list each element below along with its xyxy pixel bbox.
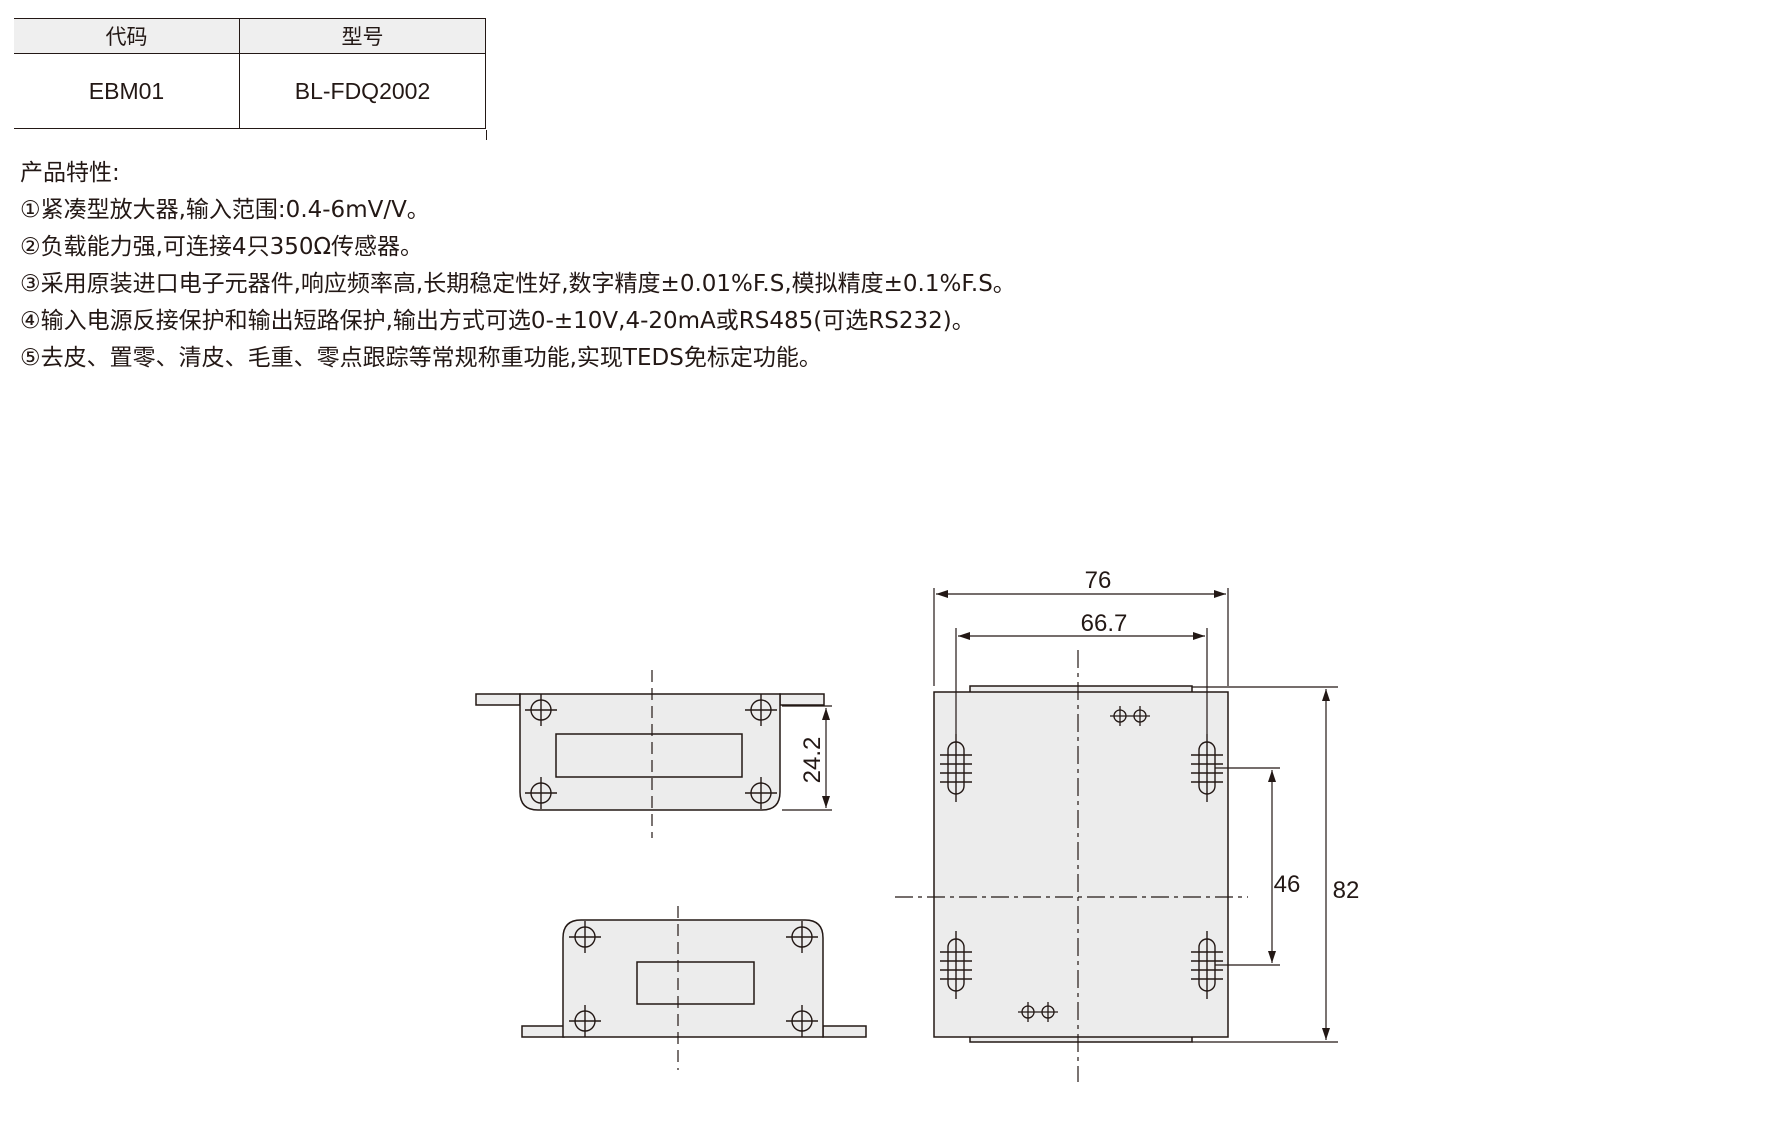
slot-icon bbox=[1191, 734, 1223, 802]
screw-icon bbox=[525, 777, 557, 809]
screw-icon bbox=[1130, 706, 1150, 726]
connector-slot bbox=[555, 733, 743, 778]
spec-table: 代码 型号 EBM01 BL-FDQ2002 bbox=[14, 18, 486, 129]
mounting-tab-left bbox=[521, 1025, 565, 1038]
connector-slot bbox=[636, 961, 755, 1005]
plan-view bbox=[895, 650, 1248, 1082]
feature-item-2: ②负载能力强,可连接4只350Ω传感器。 bbox=[20, 234, 424, 260]
screw-icon bbox=[786, 1005, 818, 1037]
features-section: 产品特性: ①紧凑型放大器,输入范围:0.4-6mV/V。 ②负载能力强,可连接… bbox=[20, 155, 1016, 377]
screw-icons-top bbox=[525, 694, 777, 809]
dimension-hole-width bbox=[955, 628, 1208, 734]
screw-icon bbox=[1018, 1002, 1038, 1022]
table-edge bbox=[486, 130, 487, 140]
slot-icon bbox=[940, 931, 972, 999]
slot-icon bbox=[940, 734, 972, 802]
screw-icon bbox=[745, 694, 777, 726]
cell-code: EBM01 bbox=[14, 53, 240, 129]
dimension-side-height bbox=[782, 705, 832, 811]
screw-icons-bottom bbox=[569, 921, 818, 1037]
dimension-label-76: 76 bbox=[1085, 567, 1112, 594]
feature-item-1: ①紧凑型放大器,输入范围:0.4-6mV/V。 bbox=[20, 197, 430, 223]
mounting-tab-right bbox=[779, 693, 825, 706]
feature-item-5: ⑤去皮、置零、清皮、毛重、零点跟踪等常规称重功能,实现TEDS免标定功能。 bbox=[20, 345, 822, 371]
feature-item-3: ③采用原装进口电子元器件,响应频率高,长期稳定性好,数字精度±0.01%F.S,… bbox=[20, 271, 1016, 297]
small-screws bbox=[1018, 706, 1150, 1022]
mounting-tab-right bbox=[822, 1025, 867, 1038]
screw-icon bbox=[569, 1005, 601, 1037]
header-model: 型号 bbox=[239, 18, 486, 54]
screw-icon bbox=[1110, 706, 1130, 726]
mounting-slots bbox=[940, 734, 1223, 999]
side-view-top bbox=[475, 670, 825, 838]
dimension-overall-width bbox=[933, 588, 1229, 686]
screw-icon bbox=[786, 921, 818, 953]
header-code: 代码 bbox=[14, 18, 240, 54]
dimension-label-24-2: 24.2 bbox=[799, 737, 826, 784]
cell-model: BL-FDQ2002 bbox=[239, 53, 486, 129]
dimension-label-46: 46 bbox=[1274, 871, 1301, 898]
dimension-label-66-7: 66.7 bbox=[1081, 610, 1128, 637]
dimension-overall-height bbox=[1192, 686, 1338, 1043]
features-title: 产品特性: bbox=[20, 160, 120, 186]
mounting-tab-left bbox=[475, 693, 521, 706]
dimension-hole-height bbox=[1215, 767, 1280, 966]
screw-icon bbox=[745, 777, 777, 809]
feature-item-4: ④输入电源反接保护和输出短路保护,输出方式可选0-±10V,4-20mA或RS4… bbox=[20, 308, 975, 334]
screw-icon bbox=[1038, 1002, 1058, 1022]
side-view-bottom bbox=[521, 906, 867, 1070]
table-row: EBM01 BL-FDQ2002 bbox=[14, 53, 486, 129]
slot-icon bbox=[1191, 931, 1223, 999]
screw-icon bbox=[525, 694, 557, 726]
plan-view-body bbox=[933, 691, 1229, 1038]
dimension-label-82: 82 bbox=[1333, 877, 1360, 904]
screw-icon bbox=[569, 921, 601, 953]
table-header-row: 代码 型号 bbox=[14, 18, 486, 54]
